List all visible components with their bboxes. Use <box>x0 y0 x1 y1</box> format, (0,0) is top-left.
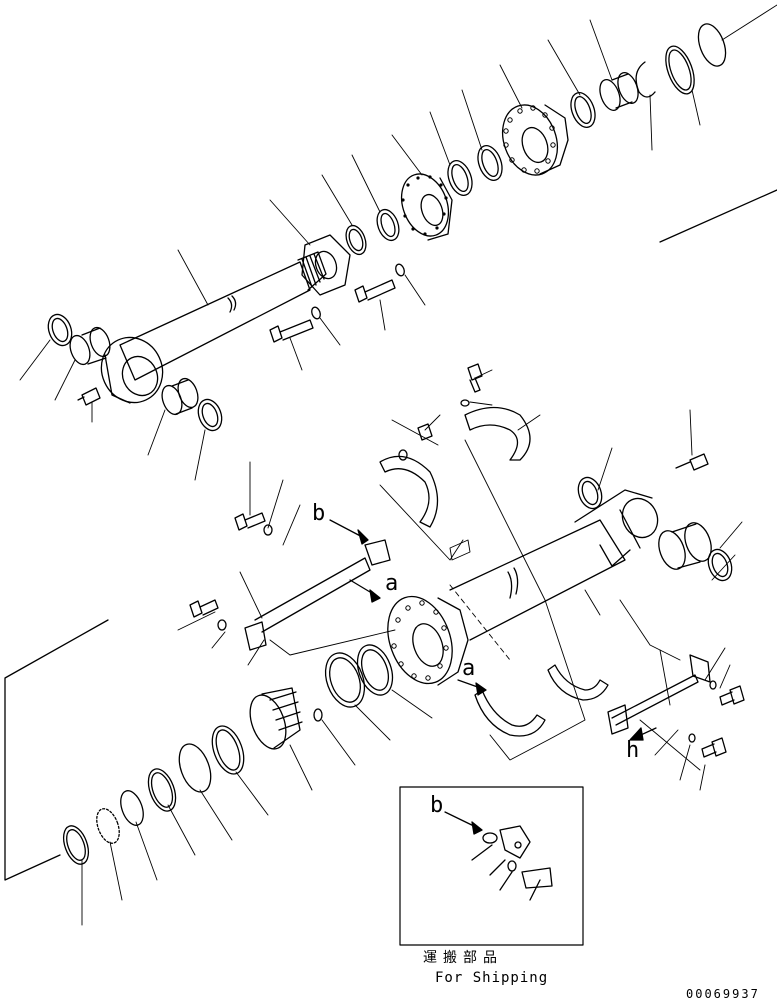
bolt-lower-1 <box>234 512 266 531</box>
bolt-lower-2 <box>189 599 219 618</box>
washer-upper-1 <box>311 306 321 320</box>
pipe-right <box>607 654 711 735</box>
seal-6 <box>665 45 695 95</box>
drawing-number: 00069937 <box>686 987 760 1000</box>
rod-ring-2 <box>376 208 400 242</box>
lower-frame-line <box>4 619 109 881</box>
piston-rod <box>100 251 327 404</box>
clamp-lower <box>474 664 609 737</box>
callout-a-lower: a <box>462 656 476 681</box>
rod-eye-seal-right <box>197 398 223 432</box>
leader-lines-lower <box>81 369 743 926</box>
shipping-inset <box>399 786 584 946</box>
rod-eye <box>100 336 164 404</box>
washer-upper-2 <box>395 263 405 277</box>
seal-3 <box>447 160 473 196</box>
upper-frame-line <box>659 189 777 243</box>
piston-nut <box>400 173 453 241</box>
bolt-lower-5 <box>719 685 745 706</box>
rod-eye-seal-left <box>47 313 73 347</box>
bolt-lower-6 <box>701 737 727 758</box>
grease-fitting-rod <box>77 387 101 406</box>
inset-callout-b: b <box>430 793 444 818</box>
callout-h: h <box>626 738 640 763</box>
grease-fitting-tube <box>675 453 709 471</box>
piston-ring-stack <box>324 644 394 708</box>
retainer-plate <box>301 234 351 296</box>
direction-arrows <box>329 519 657 741</box>
tube-eye-seal-left <box>577 476 603 510</box>
plug-small <box>313 708 323 722</box>
callout-a-upper: a <box>385 571 399 596</box>
bolt-upper-2 <box>354 279 396 303</box>
o-ring-upper <box>697 23 727 67</box>
leader-lines-upper <box>19 4 777 481</box>
cylinder-head <box>501 104 569 176</box>
seal-stack-lower <box>62 725 245 865</box>
routing-lines <box>269 439 681 761</box>
tube-eye-bushing <box>658 522 712 570</box>
rod-ring-1 <box>345 224 367 256</box>
bolt-upper-1 <box>269 319 314 343</box>
seal-4 <box>477 145 503 181</box>
bolt-lower-3 <box>467 363 483 393</box>
piston-lower <box>249 687 303 750</box>
tube-eye-seal-right <box>707 548 733 582</box>
snap-ring-upper <box>635 61 656 98</box>
cylinder-tube <box>387 489 659 686</box>
callout-b: b <box>312 501 326 526</box>
seal-5 <box>570 92 596 128</box>
pipe-left <box>244 539 391 651</box>
inset-caption-japanese: 運搬部品 <box>423 950 503 966</box>
washers-lower <box>217 399 717 743</box>
clamp-upper <box>379 406 531 528</box>
bushing-upper <box>599 72 639 111</box>
rod-eye-bushing-right <box>161 377 199 416</box>
rod-eye-bushing-left <box>69 326 111 366</box>
inset-caption-english: For Shipping <box>435 970 549 986</box>
